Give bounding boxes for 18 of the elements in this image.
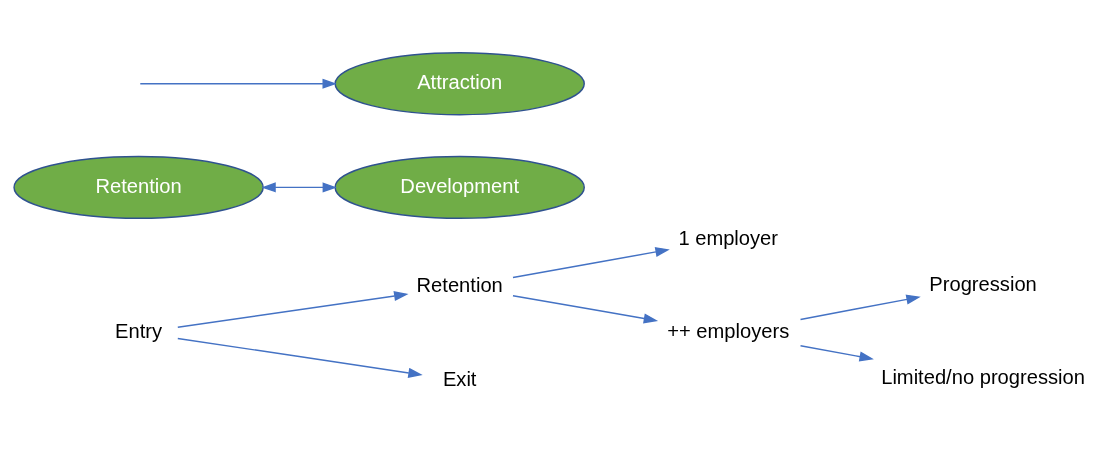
node-text: Limited/no progression — [881, 365, 1085, 388]
node-ellipse: Development — [334, 155, 585, 219]
arrow — [799, 344, 874, 362]
node-text: Entry — [115, 319, 163, 342]
arrow — [139, 78, 337, 89]
arrow — [799, 294, 921, 320]
arrow — [177, 290, 409, 328]
arrow — [512, 294, 659, 323]
arrow — [177, 337, 423, 378]
node-text: Retention — [416, 273, 503, 296]
arrow — [512, 246, 670, 278]
node-ellipse: Retention — [13, 155, 264, 219]
node-text: ++ employers — [667, 319, 790, 342]
node-text: Exit — [442, 367, 477, 390]
node-text: Progression — [929, 272, 1037, 295]
arrow — [261, 181, 337, 192]
node-ellipse: Attraction — [334, 51, 585, 115]
node-text: 1 employer — [678, 226, 779, 249]
